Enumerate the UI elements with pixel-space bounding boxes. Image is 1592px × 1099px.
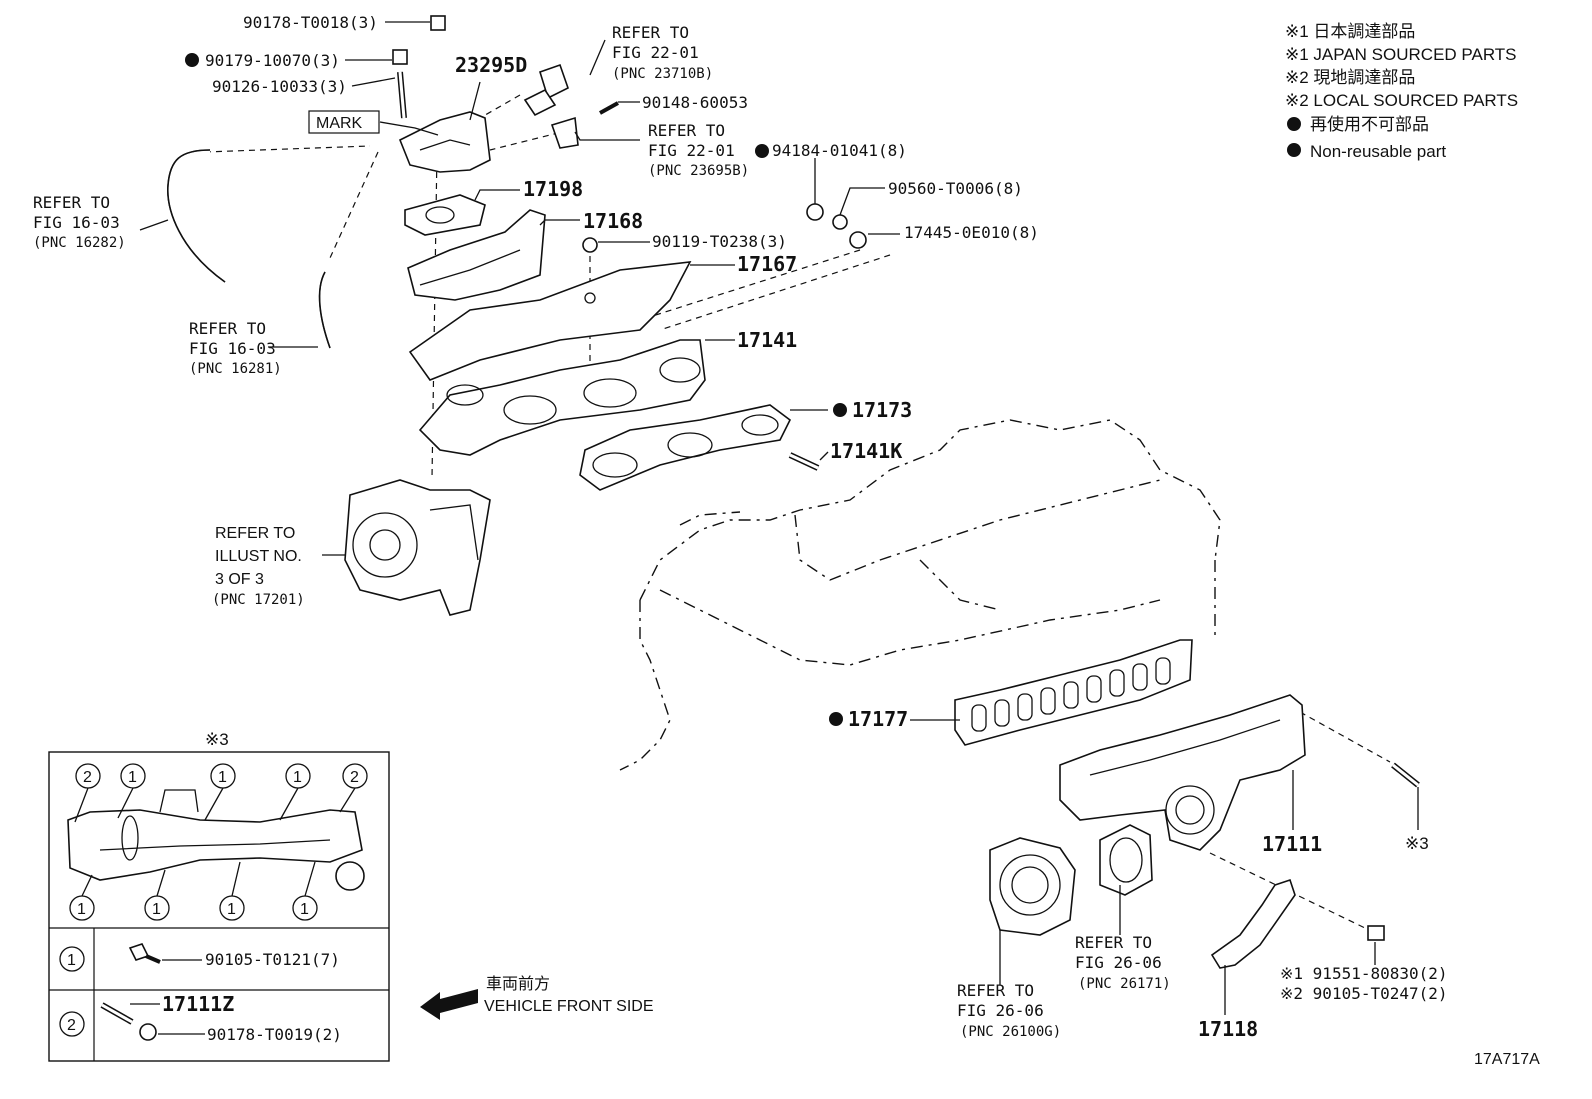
hose-16282 [167, 149, 226, 283]
throttle-body-26100G [989, 837, 1076, 936]
label-star3: ※3 [1405, 834, 1429, 853]
ref5-line3: 3 OF 3 [215, 571, 264, 588]
ref5-line2: ILLUST NO. [215, 548, 302, 565]
gasket-17198 [404, 194, 486, 236]
inset-detail: ※3 2 1 1 1 2 1 1 1 1 [48, 730, 390, 1062]
label-23295D: 23295D [455, 53, 527, 77]
label-mark: MARK [316, 115, 363, 132]
ref1-line1: REFER TO [612, 23, 689, 42]
part-labels: 90178-T0018(3) 90179-10070(3) 90126-1003… [33, 13, 1448, 1041]
svg-text:1: 1 [300, 901, 309, 918]
diagram-id: 17A717A [1474, 1051, 1540, 1068]
label-90119-T0238: 90119-T0238(3) [652, 232, 787, 251]
legend-line-2: ※1 JAPAN SOURCED PARTS [1285, 45, 1517, 64]
intake-parts [954, 639, 1420, 969]
non-reusable-dot [1287, 143, 1301, 157]
legend-line-5: 再使用不可部品 [1310, 114, 1429, 134]
non-reusable-dot [185, 53, 199, 67]
label-90560-T0006: 90560-T0006(8) [888, 179, 1023, 198]
inset-callouts: 2 1 1 1 2 1 1 1 1 [69, 763, 368, 921]
ref4-line3: (PNC 16281) [189, 361, 282, 377]
ref4-line1: REFER TO [189, 319, 266, 338]
label-17111: 17111 [1262, 832, 1322, 856]
ref6-line1: REFER TO [1075, 933, 1152, 952]
gasket-17177 [954, 639, 1193, 746]
label-94184-01041: 94184-01041(8) [772, 141, 907, 160]
inset-row2-part-b: 90178-T0019(2) [207, 1025, 342, 1044]
label-17173: 17173 [852, 398, 912, 422]
svg-text:1: 1 [218, 769, 227, 786]
label-17168: 17168 [583, 209, 643, 233]
insulator-17167 [408, 261, 692, 381]
inset-row2-key: 2 [67, 1017, 76, 1034]
legend-line-4: ※2 LOCAL SOURCED PARTS [1285, 91, 1518, 110]
label-90179-10070: 90179-10070(3) [205, 51, 340, 70]
label-90105-T0247: ※2 90105-T0247(2) [1280, 984, 1448, 1003]
svg-text:1: 1 [128, 769, 137, 786]
front-label-en: VEHICLE FRONT SIDE [484, 998, 654, 1015]
label-90126-10033: 90126-10033(3) [212, 77, 347, 96]
label-17167: 17167 [737, 252, 797, 276]
legend-line-6: Non-reusable part [1310, 142, 1446, 161]
inset-title: ※3 [205, 730, 229, 749]
ref4-line2: FIG 16-03 [189, 339, 276, 358]
label-17141K: 17141K [830, 439, 902, 463]
label-91551-80830: ※1 91551-80830(2) [1280, 964, 1448, 983]
ref7-line2: FIG 26-06 [957, 1001, 1044, 1020]
label-90178-T0018: 90178-T0018(3) [243, 13, 378, 32]
label-17177: 17177 [848, 707, 908, 731]
label-17198: 17198 [523, 177, 583, 201]
ref6-line3: (PNC 26171) [1078, 976, 1171, 992]
ref3-line2: FIG 16-03 [33, 213, 120, 232]
legend: ※1 日本調達部品 ※1 JAPAN SOURCED PARTS ※2 現地調達… [1285, 22, 1518, 161]
ref6-line2: FIG 26-06 [1075, 953, 1162, 972]
ref1-line3: (PNC 23710B) [612, 66, 713, 82]
engine-outline [619, 419, 1221, 771]
gasket-17173 [579, 404, 792, 491]
non-reusable-dot [829, 712, 843, 726]
ref2-line1: REFER TO [648, 121, 725, 140]
svg-text:1: 1 [227, 901, 236, 918]
svg-text:2: 2 [350, 769, 359, 786]
inset-row1-part: 90105-T0121(7) [205, 950, 340, 969]
non-reusable-dot [833, 403, 847, 417]
bracket-17118 [1210, 878, 1296, 969]
svg-text:1: 1 [77, 901, 86, 918]
label-90148-60053: 90148-60053 [642, 93, 748, 112]
label-17141: 17141 [737, 328, 797, 352]
ref7-line1: REFER TO [957, 981, 1034, 1000]
non-reusable-dot [755, 144, 769, 158]
legend-line-1: ※1 日本調達部品 [1285, 22, 1415, 41]
arrow-left-icon [420, 989, 478, 1020]
svg-text:1: 1 [152, 901, 161, 918]
ref7-line3: (PNC 26100G) [960, 1024, 1061, 1040]
vehicle-front-indicator: 車両前方 VEHICLE FRONT SIDE [420, 975, 654, 1020]
leader-lines [139, 21, 1419, 1015]
svg-text:2: 2 [83, 769, 92, 786]
insulator-17168 [407, 209, 546, 301]
intake-manifold-17111 [1059, 694, 1306, 851]
ref5-line4: (PNC 17201) [212, 592, 305, 608]
part-shapes [167, 15, 867, 616]
non-reusable-dot [1287, 117, 1301, 131]
ref3-line1: REFER TO [33, 193, 110, 212]
ref1-line2: FIG 22-01 [612, 43, 699, 62]
ref3-line3: (PNC 16282) [33, 235, 126, 251]
front-label-jp: 車両前方 [486, 975, 550, 993]
inset-row2-part-a: 17111Z [162, 992, 234, 1016]
inset-row1-key: 1 [67, 952, 76, 969]
label-17118: 17118 [1198, 1017, 1258, 1041]
legend-line-3: ※2 現地調達部品 [1285, 68, 1415, 87]
label-17445-0E010: 17445-0E010(8) [904, 223, 1039, 242]
exhaust-manifold-17141 [418, 339, 706, 456]
ref2-line3: (PNC 23695B) [648, 163, 749, 179]
mark-box [308, 110, 380, 134]
ref5-line1: REFER TO [215, 525, 295, 542]
ref2-line2: FIG 22-01 [648, 141, 735, 160]
svg-text:1: 1 [293, 769, 302, 786]
